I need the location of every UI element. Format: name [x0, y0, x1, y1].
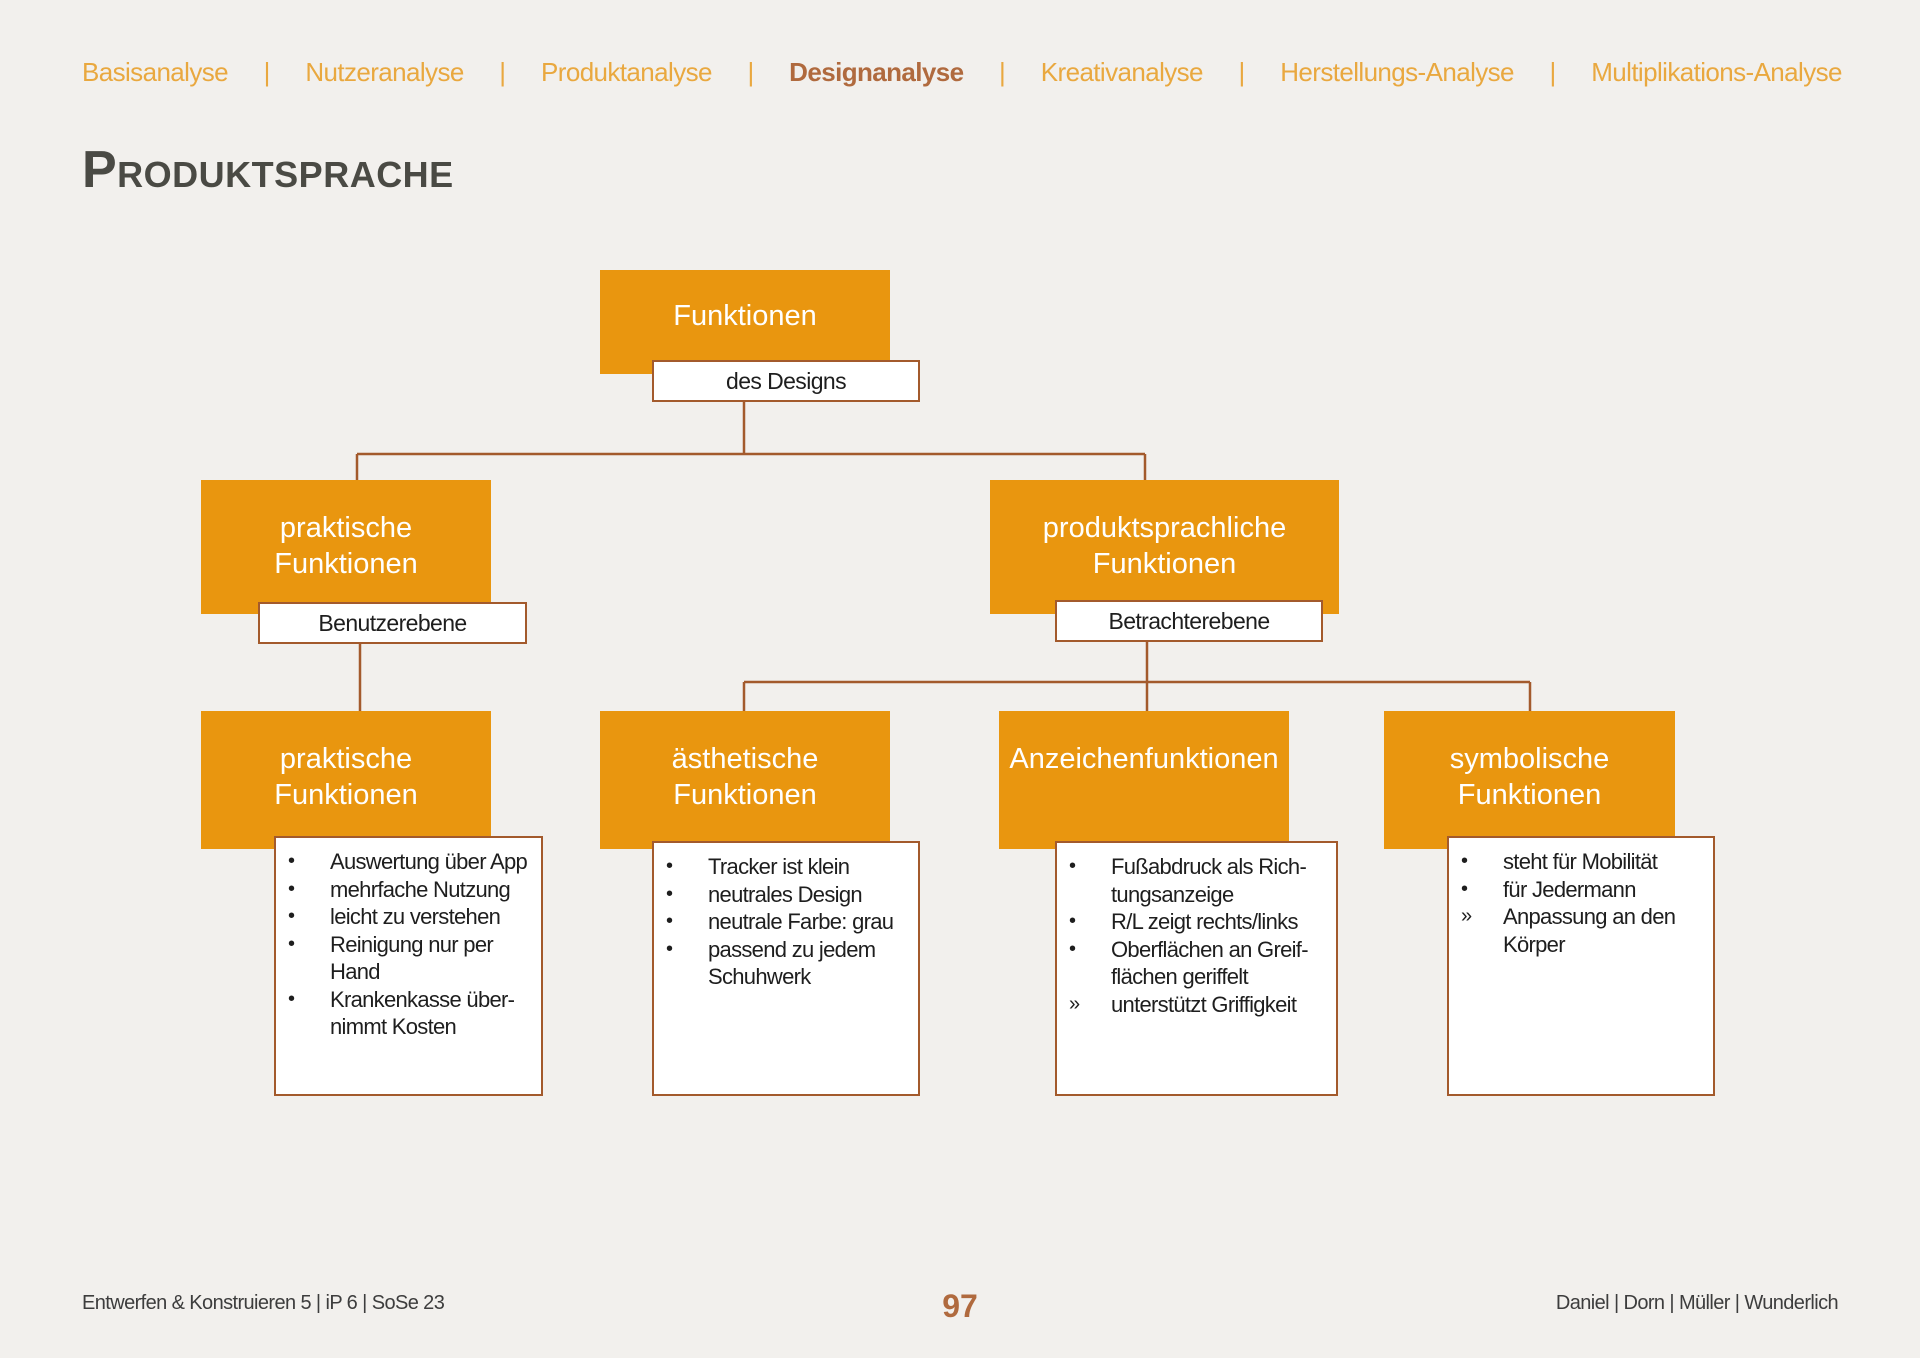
leaf1-title-2: Funktionen	[274, 779, 418, 811]
list-item: •Auswertung über App	[288, 849, 528, 874]
list-item: •R/L zeigt rechts/links	[1069, 909, 1298, 934]
footer-authors: Daniel | Dorn | Müller | Wunderlich	[1555, 1292, 1839, 1314]
nav-item-produktanalyse[interactable]: Produktanalyse	[541, 56, 712, 87]
left-category-title-1: praktische	[279, 512, 413, 544]
root-title: Funktionen	[673, 300, 817, 332]
nav-item-multiplikations-analyse[interactable]: Multiplikations-Analyse	[1591, 56, 1842, 87]
nav-separator: |	[499, 56, 506, 87]
page-title: Produktsprache	[82, 141, 454, 199]
nav-item-designanalyse[interactable]: Designanalyse	[789, 56, 964, 87]
arrow-bullet-icon: »	[1069, 992, 1080, 1015]
root-sub-label: des Designs	[652, 360, 920, 402]
list-item: •steht für Mobilität	[1461, 849, 1658, 874]
leaf2-title-1: ästhetische	[671, 743, 819, 775]
list-item: •Fußabdruck als Rich­tungsanzeige	[1069, 854, 1307, 907]
list-item: •für Jedermann	[1461, 876, 1636, 902]
bullet-icon: •	[288, 850, 295, 872]
leaf2-box: ästhetische Funktionen	[600, 711, 890, 849]
list-item: •leicht zu verstehen	[288, 904, 501, 929]
leaf1-list: •Auswertung über App •mehrfache Nutzung …	[274, 836, 543, 1096]
leaf2-title-2: Funktionen	[673, 779, 817, 811]
list-item: »unterstützt Griffigkeit	[1069, 991, 1297, 1017]
nav-separator: |	[747, 56, 754, 87]
section-nav: Basisanalyse | Nutzeranalyse | Produktan…	[82, 52, 1842, 92]
leaf2-list: •Tracker ist klein •neutrales Design •ne…	[652, 841, 920, 1096]
bullet-icon: •	[1069, 910, 1076, 932]
list-item: •Reinigung nur per Hand	[288, 931, 494, 985]
nav-separator: |	[1238, 56, 1246, 87]
nav-item-kreativanalyse[interactable]: Kreativanalyse	[1040, 56, 1204, 87]
leaf1-title-1: praktische	[279, 743, 413, 775]
footer-course: Entwerfen & Konstruieren 5 | iP 6 | SoSe…	[82, 1292, 445, 1314]
list-item: •passend zu jedem Schuhwerk	[666, 936, 876, 990]
nav-separator: |	[1549, 56, 1556, 87]
leaf1-box: praktische Funktionen	[201, 711, 491, 849]
leaf4-list: •steht für Mobilität •für Jedermann »Anp…	[1447, 836, 1715, 1096]
leaf3-title-1: Anzeichenfunktionen	[1009, 743, 1279, 775]
left-sub-label: Benutzerebene	[258, 602, 527, 644]
bullet-icon: •	[666, 855, 673, 877]
bullet-icon: •	[666, 882, 673, 905]
right-sub-label: Betrachterebene	[1055, 600, 1323, 642]
list-item: •mehrfache Nutzung	[288, 876, 511, 902]
bullet-icon: •	[666, 937, 673, 960]
right-category-title-1: produktsprachliche	[1042, 512, 1287, 544]
page-number: 97	[942, 1288, 978, 1324]
list-item: •Oberflächen an Greif­flächen geriffelt	[1069, 936, 1309, 990]
list-item: •neutrales Design	[666, 881, 863, 907]
list-item: »Anpassung an den Körper	[1461, 904, 1676, 957]
bullet-icon: •	[288, 877, 295, 900]
nav-separator: |	[999, 56, 1006, 87]
right-category-title-2: Funktionen	[1092, 548, 1237, 580]
nav-separator: |	[263, 56, 271, 87]
list-item: •Krankenkasse über­nimmt Kosten	[288, 986, 516, 1040]
leaf4-title-2: Funktionen	[1457, 779, 1602, 811]
leaf4-box: symbolische Funktionen	[1384, 711, 1675, 849]
nav-item-basisanalyse[interactable]: Basisanalyse	[82, 56, 229, 87]
bullet-icon: •	[288, 987, 295, 1010]
bullet-icon: •	[666, 910, 673, 932]
bullet-icon: •	[1069, 855, 1076, 877]
bullet-icon: •	[288, 932, 295, 955]
right-category-box: produktsprachliche Funktionen	[990, 480, 1339, 614]
list-item: •Tracker ist klein	[666, 854, 850, 879]
bullet-icon: •	[1069, 937, 1076, 960]
bullet-icon: •	[1461, 877, 1468, 900]
nav-item-herstellungs-analyse[interactable]: Herstellungs-Analyse	[1280, 56, 1514, 87]
root-box: Funktionen	[600, 270, 890, 374]
list-item: •neutrale Farbe: grau	[666, 909, 894, 934]
arrow-bullet-icon: »	[1461, 905, 1472, 927]
bullet-icon: •	[1461, 850, 1468, 872]
leaf3-list: •Fußabdruck als Rich­tungsanzeige •R/L z…	[1055, 841, 1338, 1096]
left-category-box: praktische Funktionen	[201, 480, 491, 614]
leaf4-title-1: symbolische	[1449, 743, 1610, 775]
leaf3-box: Anzeichenfunktionen	[999, 711, 1289, 849]
bullet-icon: •	[288, 905, 295, 927]
left-category-title-2: Funktionen	[274, 548, 418, 580]
nav-item-nutzeranalyse[interactable]: Nutzeranalyse	[305, 56, 464, 87]
